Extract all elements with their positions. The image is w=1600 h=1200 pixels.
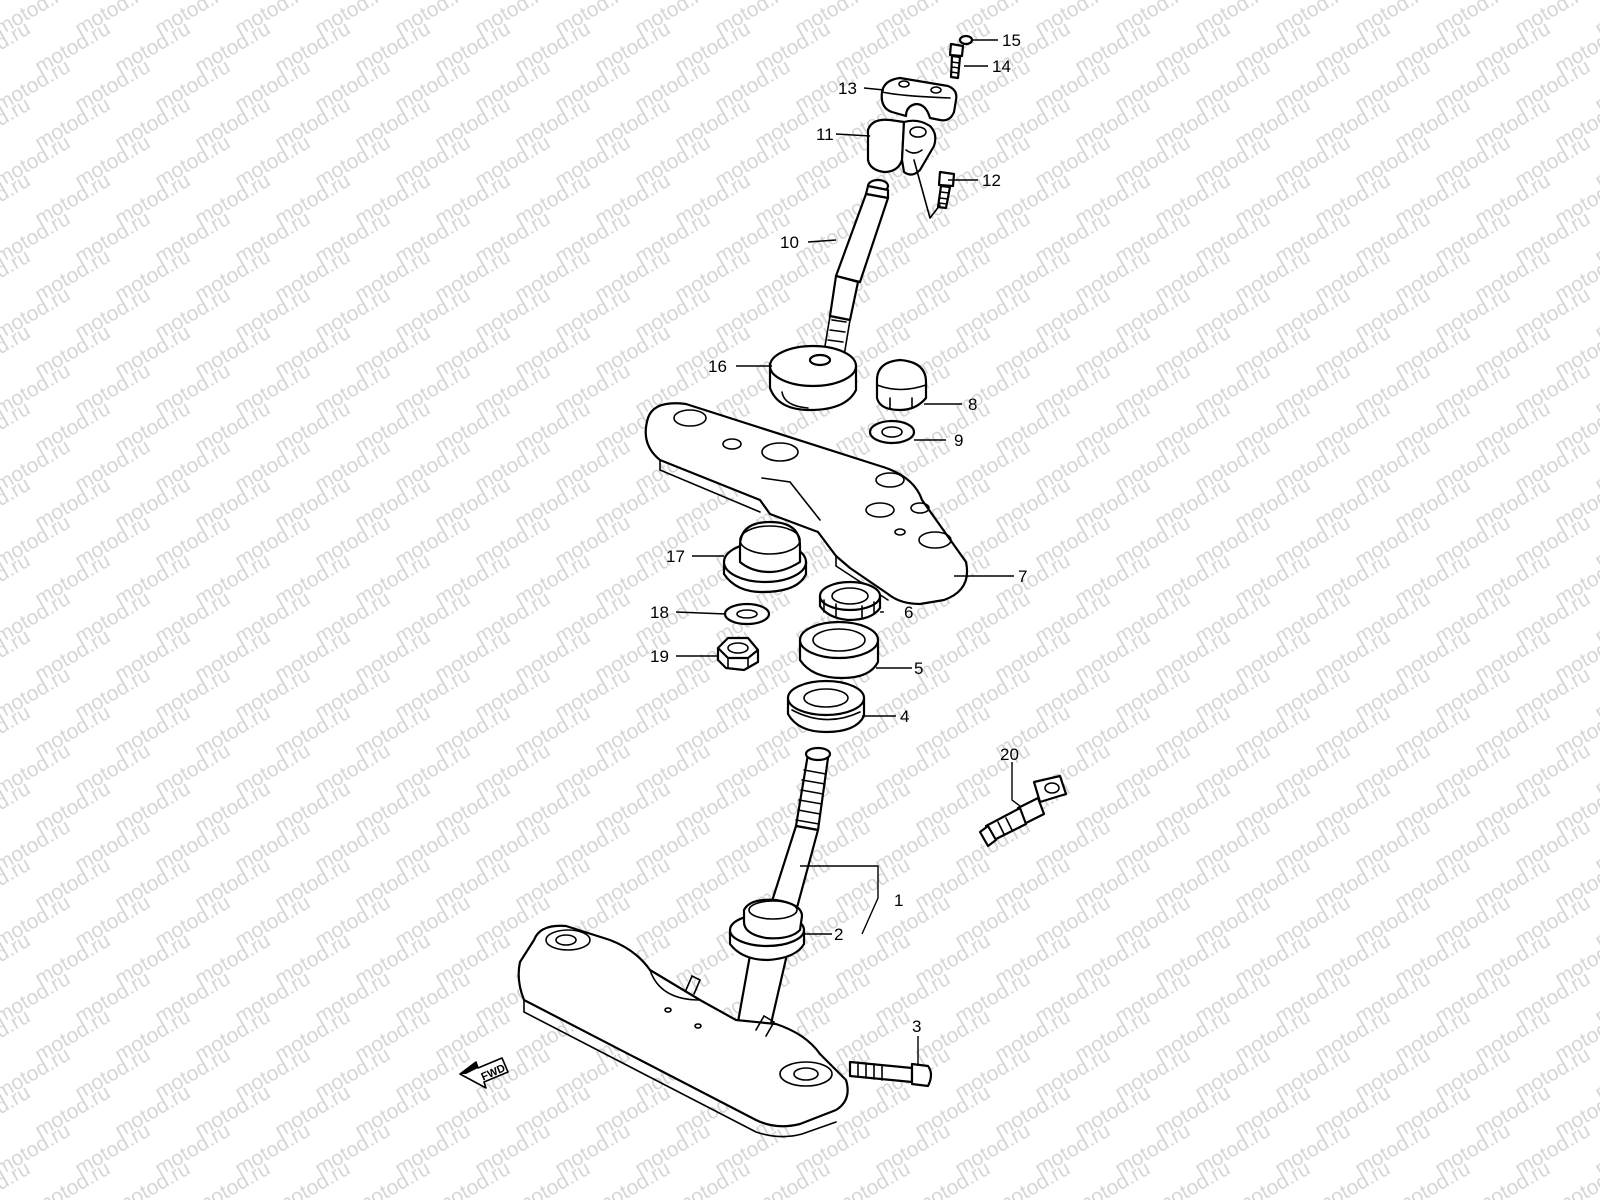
callout-13: 13	[838, 79, 857, 98]
watermark-text: motod.ru	[0, 549, 34, 610]
part-17-seal	[722, 520, 808, 594]
watermark-text: motod.ru	[0, 93, 34, 154]
callout-18: 18	[650, 603, 669, 622]
part-5-bearing-cup	[798, 620, 880, 680]
callout-14: 14	[992, 57, 1011, 76]
part-10-damper-rod	[821, 178, 890, 369]
part-3-pinch-bolt	[848, 1060, 933, 1088]
callout-3: 3	[912, 1017, 921, 1036]
watermark-text: motod.ru	[0, 853, 34, 914]
watermark-text: motod.ru	[0, 777, 34, 838]
callout-4: 4	[900, 707, 909, 726]
part-6-stem-nut	[818, 580, 882, 622]
part-19-nut	[716, 636, 760, 672]
part-15-o-ring	[958, 34, 974, 46]
callout-11: 11	[816, 125, 834, 144]
callout-8: 8	[968, 395, 977, 414]
callout-5: 5	[914, 659, 923, 678]
part-8-cap-nut	[875, 358, 928, 412]
fwd-direction-arrow: FWD	[459, 1057, 509, 1089]
callout-7: 7	[1018, 567, 1027, 586]
watermark-text: motod.ru	[0, 397, 34, 458]
watermark-text: motod.ru	[0, 1005, 34, 1066]
part-2-dust-seal	[728, 898, 806, 962]
watermark-text: motod.ru	[0, 1081, 34, 1142]
watermark-text: motod.ru	[0, 245, 34, 306]
part-16-damper-base	[768, 344, 858, 412]
watermark-text: motod.ru	[0, 929, 34, 990]
callout-10: 10	[780, 233, 799, 252]
part-14-bolt	[948, 42, 965, 80]
callout-17: 17	[666, 547, 685, 566]
watermark-text: motod.ru	[0, 701, 34, 762]
callout-1: 1	[894, 891, 903, 910]
watermark-text: motod.ru	[0, 17, 34, 78]
callout-16: 16	[708, 357, 727, 376]
part-12-guide-line	[913, 159, 941, 219]
callout-6: 6	[904, 603, 913, 622]
leader-lines	[675, 39, 1021, 1066]
part-7-upper-bracket	[644, 402, 969, 606]
callout-labels: 15 14 13 11 12 10 16 8 9 17 7 6 18 19 5 …	[650, 31, 1027, 1036]
part-20-steering-lock	[978, 774, 1068, 848]
callout-19: 19	[650, 647, 669, 666]
part-9-washer	[868, 419, 916, 445]
callout-12: 12	[982, 171, 1001, 190]
callout-9: 9	[954, 431, 963, 450]
callout-15: 15	[1002, 31, 1021, 50]
part-11-handlebar-holder-lower	[866, 118, 937, 176]
watermark-text: motod.ru	[1591, 0, 1600, 40]
part-13-handlebar-holder-upper	[880, 76, 958, 122]
watermark-text: motod.ru	[0, 473, 34, 534]
callout-2: 2	[834, 925, 843, 944]
part-12-bolt	[936, 170, 956, 210]
lower-bracket	[517, 924, 849, 1138]
part-18-washer	[723, 602, 771, 626]
watermark-text: motod.ru	[0, 169, 34, 230]
part-4-bearing	[786, 679, 866, 734]
callout-20: 20	[1000, 745, 1019, 764]
watermark-text: motod.ru	[0, 625, 34, 686]
watermark-text: motod.ru	[0, 321, 34, 382]
